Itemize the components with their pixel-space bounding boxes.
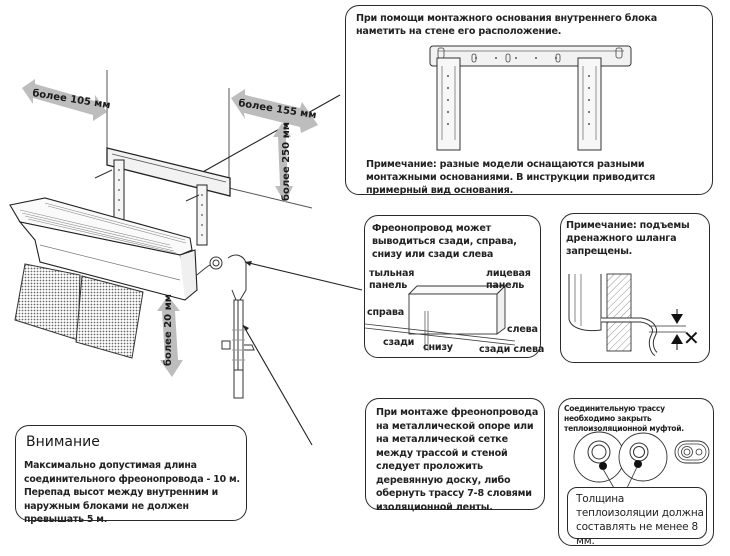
attention-title: Внимание — [26, 434, 100, 450]
insulation-header: Соединительную трассу необходимо закрыть… — [564, 404, 684, 433]
leader-line-metal-support — [242, 324, 313, 446]
label-right: справа — [367, 307, 405, 318]
screw-right — [185, 194, 200, 202]
drain-note-box: Примечание: подъемы дренажного шланга за… — [560, 213, 710, 363]
label-bottom: снизу — [423, 342, 453, 353]
clearance-arrow-bottom: более 20 мм — [157, 294, 183, 377]
attention-box: Внимание Максимально допустимая длина со… — [15, 425, 247, 525]
insulation-thickness-text: Толщина теплоизоляции должна составлять … — [576, 493, 704, 547]
attention-line: наружным блоками не должен превышать 5 м… — [24, 500, 189, 526]
leader-line-pipe-direction — [244, 261, 363, 291]
mounting-plate-note: Примечание: разные модели оснащаются раз… — [366, 159, 656, 197]
insulation-drawing — [573, 431, 710, 489]
leader-line-mounting — [191, 94, 341, 179]
metal-support-box: При монтаже фреонопровода на металлическ… — [365, 398, 545, 513]
drain-diagram — [568, 273, 686, 357]
attention-body: Максимально допустимая длина соединитель… — [24, 459, 249, 527]
forbidden-x-icon: ✕ — [683, 326, 700, 350]
pipe-direction-drawing — [365, 284, 516, 351]
insulation-thickness-callout: Толщина теплоизоляции должна составлять … — [567, 487, 707, 547]
mounting-plate — [106, 147, 231, 246]
drain-note-text: Примечание: подъемы дренажного шланга за… — [566, 220, 690, 258]
label-back: сзади — [383, 337, 415, 348]
insulation-box: Соединительную трассу необходимо закрыть… — [558, 398, 714, 547]
pipe-direction-box: Фреонопровод может выводиться сзади, спр… — [364, 215, 545, 358]
attention-line: Максимально допустимая длина — [24, 460, 197, 471]
clearance-label-top: более 250 мм — [280, 122, 292, 201]
label-left: слева — [507, 324, 538, 335]
pipe-direction-text: Фреонопровод может выводиться сзади, спр… — [372, 223, 517, 261]
attention-line: Перепад высот между внутренним и — [24, 487, 218, 498]
clearance-arrow-left: более 105 мм — [22, 79, 111, 121]
indoor-unit — [9, 197, 198, 301]
mounting-plate-box: При помощи монтажного основания внутренн… — [345, 5, 713, 197]
metal-support-text: При монтаже фреонопровода на металлическ… — [376, 407, 539, 513]
mounting-plate-drawing — [429, 45, 632, 151]
label-back-panel: тыльная панель — [369, 268, 415, 291]
mounting-plate-instruction: При помощи монтажного основания внутренн… — [356, 13, 658, 38]
clearance-label-bottom: более 20 мм — [162, 294, 174, 366]
clearance-arrow-top: более 250 мм — [273, 122, 293, 203]
refrigerant-pipe — [196, 254, 255, 399]
clearance-arrow-right: более 155 мм — [231, 89, 318, 133]
label-back-left: сзади слева — [479, 344, 545, 355]
wall-line-floor — [228, 187, 313, 209]
attention-line: соединительного фреонопровода - 10 м. — [24, 473, 240, 485]
screw-left — [94, 169, 113, 179]
label-front-panel: лицевая панель — [486, 268, 531, 291]
air-filters — [14, 263, 144, 359]
